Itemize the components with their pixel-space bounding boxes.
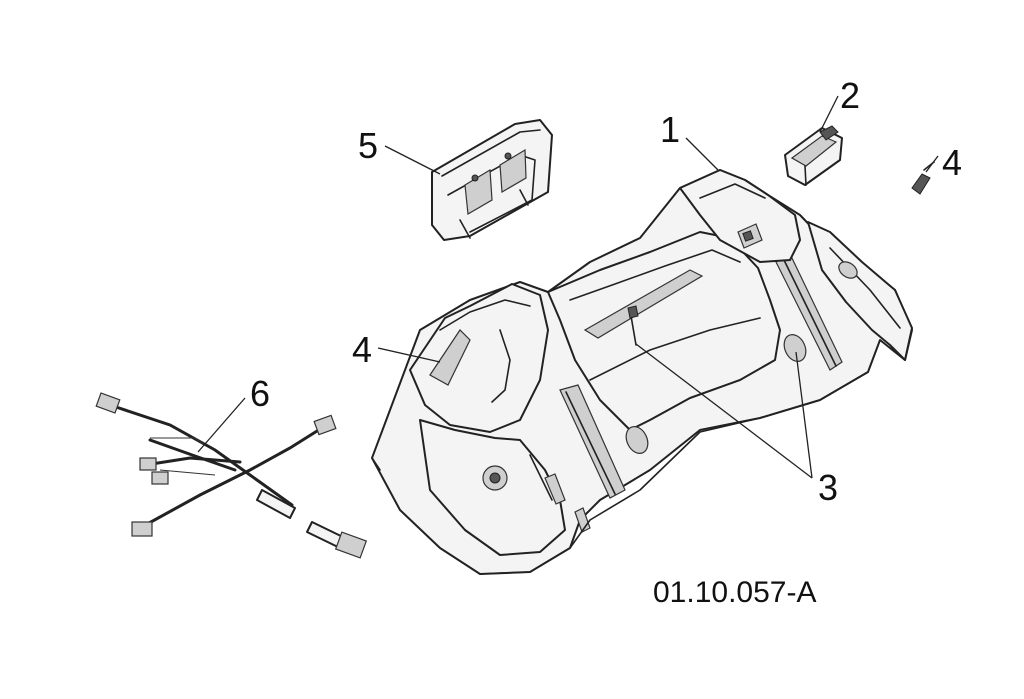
leader-3a — [635, 343, 813, 479]
part-2-switch — [784, 125, 843, 186]
callout-2: 2 — [840, 75, 860, 116]
leader-3b — [795, 351, 813, 479]
callout-6: 6 — [250, 373, 270, 414]
reference-code: 01.10.057-A — [653, 576, 816, 609]
callout-5: 5 — [358, 125, 378, 166]
leader-6 — [197, 397, 246, 453]
leader-5 — [384, 145, 441, 175]
part-6-wiring-harness — [95, 392, 368, 559]
leader-2 — [819, 95, 839, 133]
leader-1 — [685, 137, 719, 171]
callout-4-left: 4 — [352, 329, 372, 370]
callout-1: 1 — [660, 109, 680, 150]
leader-4-right — [925, 155, 939, 173]
leader-4-left — [377, 347, 441, 363]
part-5-display-module — [431, 119, 553, 241]
callout-4-right: 4 — [942, 142, 962, 183]
part-1-dashboard-housing — [371, 169, 913, 575]
callout-3: 3 — [818, 467, 838, 508]
